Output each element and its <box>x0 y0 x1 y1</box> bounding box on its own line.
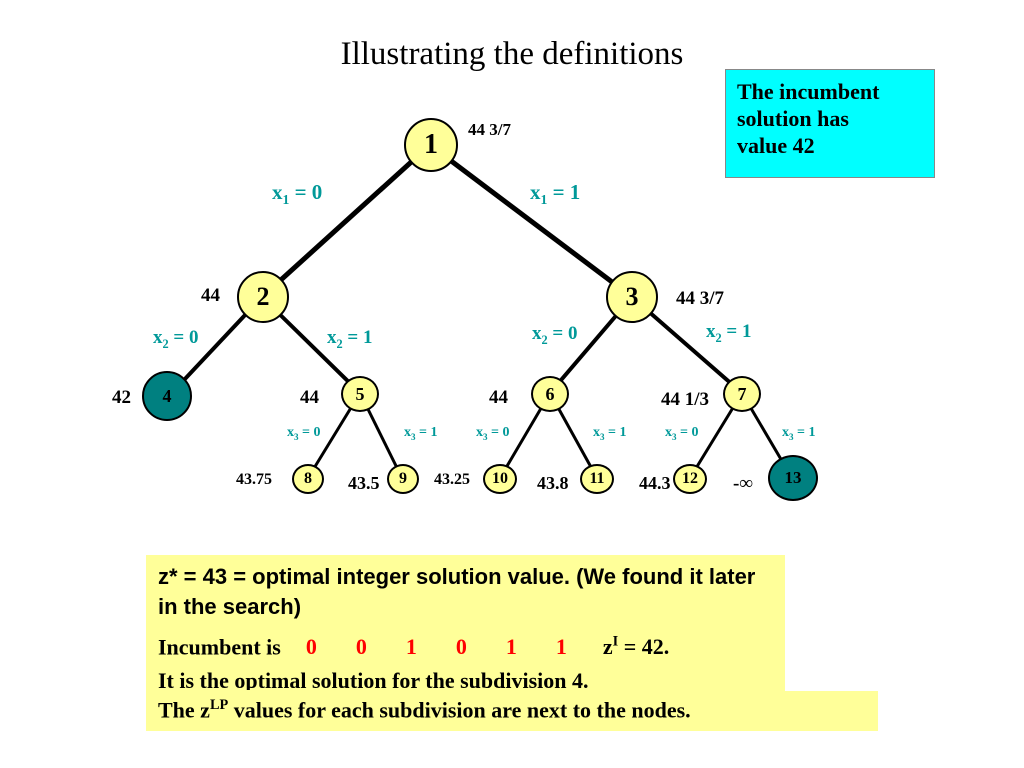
node-5-value: 44 <box>300 387 319 408</box>
tree-node-1: 1 <box>404 118 458 172</box>
zlp-note-box <box>146 691 878 731</box>
node-12-value: 44.3 <box>639 473 671 493</box>
branch-label-x2-1-left: x2 = 1 <box>327 327 373 351</box>
incumbent-line: Incumbent is 0 0 1 0 1 1 zI = 42. <box>158 634 669 660</box>
incumbent-z-value: zI = 42. <box>602 634 670 660</box>
tree-node-3: 3 <box>606 271 658 323</box>
tree-node-8: 8 <box>292 464 324 494</box>
branch-label-x2-1-right: x2 = 1 <box>706 321 752 345</box>
node-9-value: 43.5 <box>348 473 380 493</box>
tree-node-11: 11 <box>580 464 614 494</box>
node-11-value: 43.8 <box>537 473 569 493</box>
node-10-value: 43.25 <box>434 471 470 488</box>
incumbent-bit-4: 0 <box>455 634 467 660</box>
node-13-value: -∞ <box>733 473 753 494</box>
tree-node-7: 7 <box>723 376 761 412</box>
incumbent-note-line-1: The incumbent <box>737 79 880 104</box>
tree-node-12: 12 <box>673 464 707 494</box>
incumbent-bit-5: 1 <box>505 634 517 660</box>
tree-node-4: 4 <box>142 371 192 421</box>
tree-node-5: 5 <box>341 376 379 412</box>
branch-label-x1-1: x1 = 1 <box>530 180 581 208</box>
tree-node-9: 9 <box>387 464 419 494</box>
tree-node-10: 10 <box>483 464 517 494</box>
branch-label-x3-0-node7: x3 = 0 <box>665 425 699 442</box>
incumbent-note-line-2: solution has <box>737 106 849 131</box>
branch-label-x3-1-node7: x3 = 1 <box>782 425 816 442</box>
incumbent-bit-2: 0 <box>355 634 367 660</box>
edge-1-2 <box>260 143 432 299</box>
incumbent-bit-1: 0 <box>305 634 317 660</box>
slide-title: Illustrating the definitions <box>340 36 684 72</box>
branch-label-x3-1-node6: x3 = 1 <box>593 425 627 442</box>
branch-label-x3-0-node5: x3 = 0 <box>287 425 321 442</box>
branch-label-x2-0-left: x2 = 0 <box>153 327 199 351</box>
incumbent-note: The incumbent solution has value 42 <box>725 69 935 178</box>
tree-node-6: 6 <box>531 376 569 412</box>
node-6-value: 44 <box>489 387 508 408</box>
branch-label-x2-0-right: x2 = 0 <box>532 323 578 347</box>
branch-label-x3-1-node5: x3 = 1 <box>404 425 438 442</box>
incumbent-label: Incumbent is <box>158 634 281 660</box>
incumbent-bit-6: 1 <box>555 634 567 660</box>
tree-node-2: 2 <box>237 271 289 323</box>
summary-box <box>146 555 785 691</box>
node-3-value: 44 3/7 <box>676 288 725 309</box>
node-2-value: 44 <box>201 285 220 306</box>
incumbent-bit-3: 1 <box>405 634 417 660</box>
optimal-value-note: z* = 43 = optimal integer solution value… <box>158 564 756 619</box>
node-1-value: 44 3/7 <box>468 120 511 139</box>
node-7-value: 44 1/3 <box>661 389 710 410</box>
node-8-value: 43.75 <box>236 471 272 488</box>
node-4-value: 42 <box>112 387 131 408</box>
tree-node-13: 13 <box>768 455 818 501</box>
optimal-subdivision-note: It is the optimal solution for the subdi… <box>158 668 589 690</box>
branch-label-x3-0-node6: x3 = 0 <box>476 425 510 442</box>
edge-1-3 <box>428 143 634 299</box>
branch-label-x1-0: x1 = 0 <box>272 180 323 208</box>
zlp-note: The zLP values for each subdivision are … <box>158 697 691 723</box>
incumbent-note-line-3: value 42 <box>737 133 815 158</box>
